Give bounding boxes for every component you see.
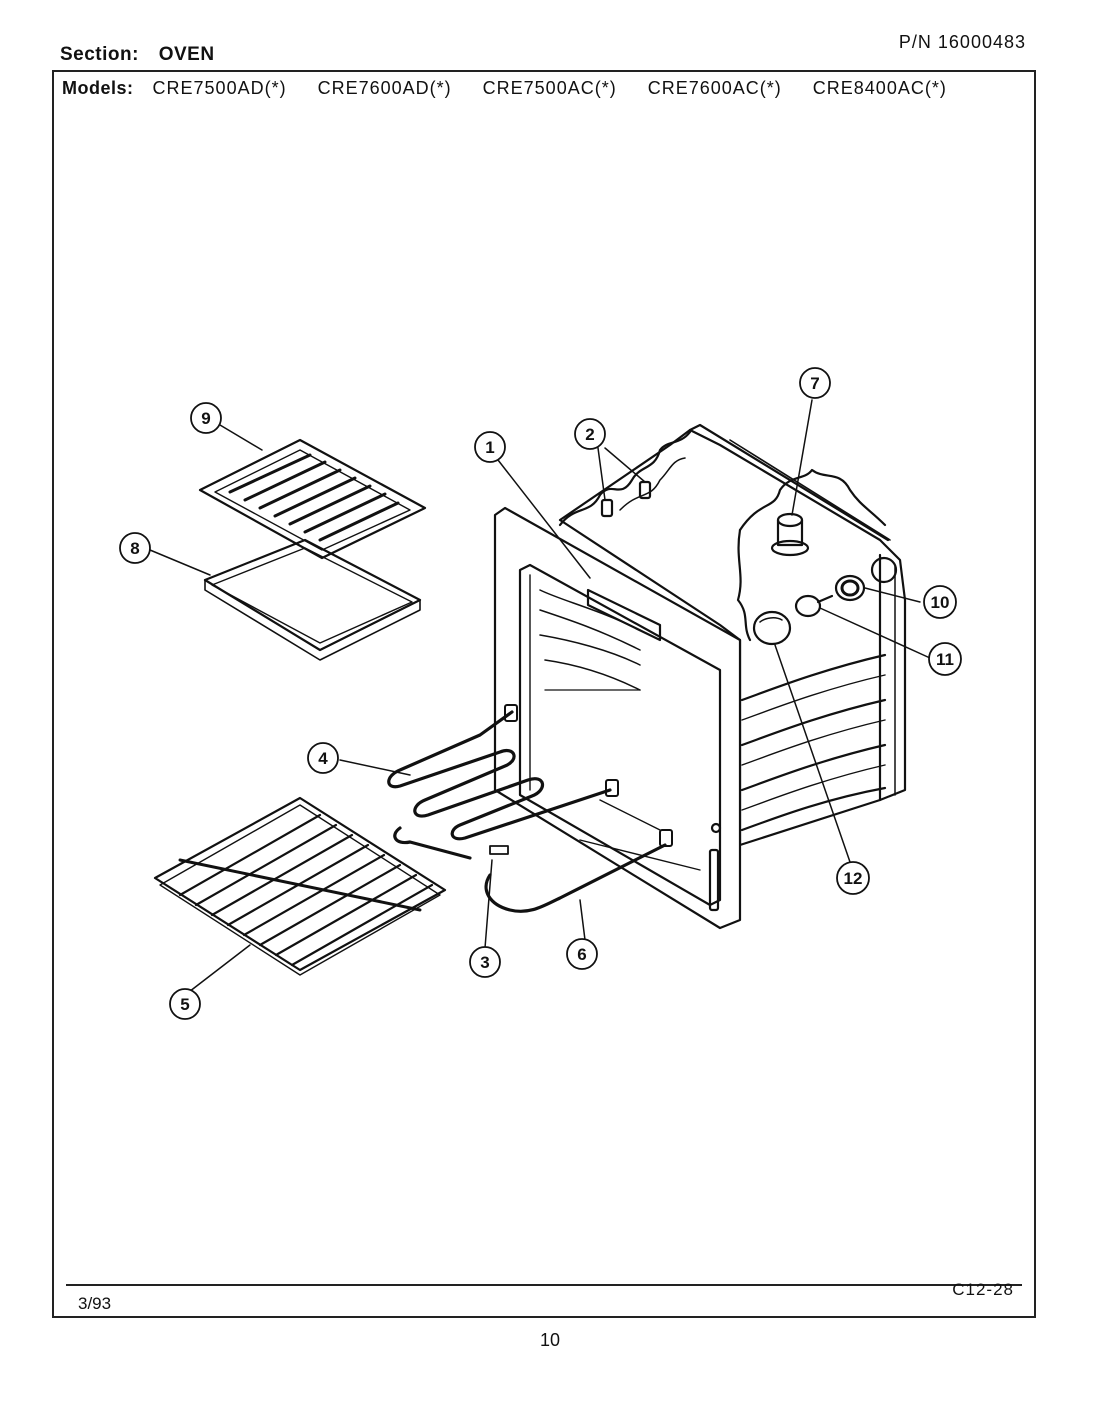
callout-2: 2	[574, 418, 606, 450]
callout-9: 9	[190, 402, 222, 434]
section-label: Section:	[60, 44, 139, 65]
diagram-frame: Models: CRE7500AD(*) CRE7600AD(*) CRE750…	[52, 70, 1036, 1318]
callout-12: 12	[836, 861, 870, 895]
model-item: CRE7600AD(*)	[317, 78, 452, 98]
svg-text:1: 1	[485, 438, 494, 457]
callout-4: 4	[307, 742, 339, 774]
svg-text:9: 9	[201, 409, 210, 428]
page-number: 10	[539, 1330, 561, 1350]
model-item: CRE7600AC(*)	[647, 78, 782, 98]
callout-1: 1	[474, 431, 506, 463]
svg-text:3: 3	[480, 953, 489, 972]
broiler-pan	[203, 538, 422, 661]
callout-6: 6	[566, 938, 598, 970]
svg-text:12: 12	[844, 869, 863, 888]
part-number: P/N 16000483	[898, 32, 1026, 52]
leader-lines	[149, 399, 931, 996]
svg-text:7: 7	[810, 374, 819, 393]
models-row: Models: CRE7500AD(*) CRE7600AD(*) CRE750…	[62, 78, 973, 99]
callouts: 1 2 3 4 5 6 7 8 9 10 11 12	[119, 367, 962, 1020]
section-value: OVEN	[158, 44, 215, 65]
footer-date: 3/93	[78, 1294, 112, 1313]
broiler-pan-insert	[198, 438, 427, 560]
models-label: Models:	[62, 78, 134, 98]
bake-element	[387, 704, 619, 841]
footer-code: C12-28	[952, 1280, 1014, 1299]
oven-cavity	[558, 423, 907, 847]
svg-text:8: 8	[130, 539, 139, 558]
callout-10: 10	[923, 585, 957, 619]
callout-11: 11	[928, 642, 962, 676]
model-item: CRE7500AD(*)	[152, 78, 287, 98]
svg-text:6: 6	[577, 945, 586, 964]
svg-text:2: 2	[585, 425, 594, 444]
callout-5: 5	[169, 988, 201, 1020]
oven-rack	[153, 796, 447, 976]
svg-text:11: 11	[936, 650, 954, 669]
model-item: CRE7500AC(*)	[482, 78, 617, 98]
model-item: CRE8400AC(*)	[812, 78, 947, 98]
callout-3: 3	[469, 946, 501, 978]
section-heading: Section: OVEN	[60, 44, 215, 66]
svg-text:4: 4	[318, 749, 328, 768]
broil-element	[393, 826, 673, 913]
footer-rule	[66, 1284, 1022, 1286]
svg-text:10: 10	[931, 593, 950, 612]
callout-8: 8	[119, 532, 151, 564]
svg-text:5: 5	[180, 995, 189, 1014]
callout-7: 7	[799, 367, 831, 399]
